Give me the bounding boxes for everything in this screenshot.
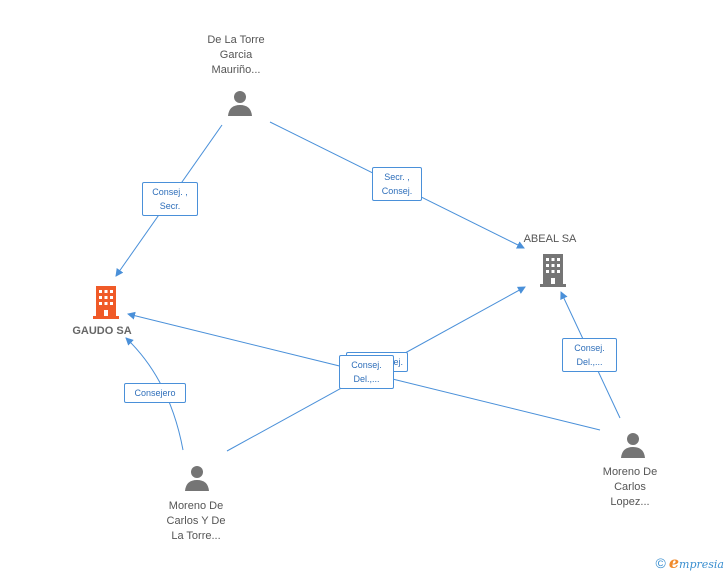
- edge-label-center-front[interactable]: Consej. Del.,...: [339, 355, 394, 389]
- brand-logo-e: e: [668, 553, 680, 572]
- person-icon[interactable]: [225, 88, 255, 118]
- node-label-moreno-torre: Moreno De Carlos Y De La Torre...: [166, 500, 226, 542]
- person-icon[interactable]: [618, 430, 648, 460]
- node-label-moreno-lopez: Moreno De Carlos Lopez...: [602, 466, 658, 508]
- copyright-icon: ©: [655, 555, 666, 571]
- node-label-de-la-torre: De La Torre Garcia Mauriño...: [207, 34, 265, 76]
- edge-label-dlt-abeal[interactable]: Secr. , Consej.: [372, 167, 422, 201]
- node-label-gaudo[interactable]: GAUDO SA: [72, 325, 132, 337]
- person-icon[interactable]: [182, 463, 212, 493]
- footer-brand: ©empresia: [656, 553, 724, 572]
- edge-label-moreno-gaudo[interactable]: Consejero: [124, 383, 186, 403]
- edge-label-dlt-gaudo[interactable]: Consej. , Secr.: [142, 182, 198, 216]
- brand-name: mpresia: [679, 558, 724, 571]
- node-label-abeal: ABEAL SA: [523, 233, 577, 245]
- building-icon[interactable]: [538, 252, 568, 288]
- building-icon-main[interactable]: [91, 284, 121, 320]
- edge-label-abeal-back[interactable]: Consej. Del.,...: [562, 338, 617, 372]
